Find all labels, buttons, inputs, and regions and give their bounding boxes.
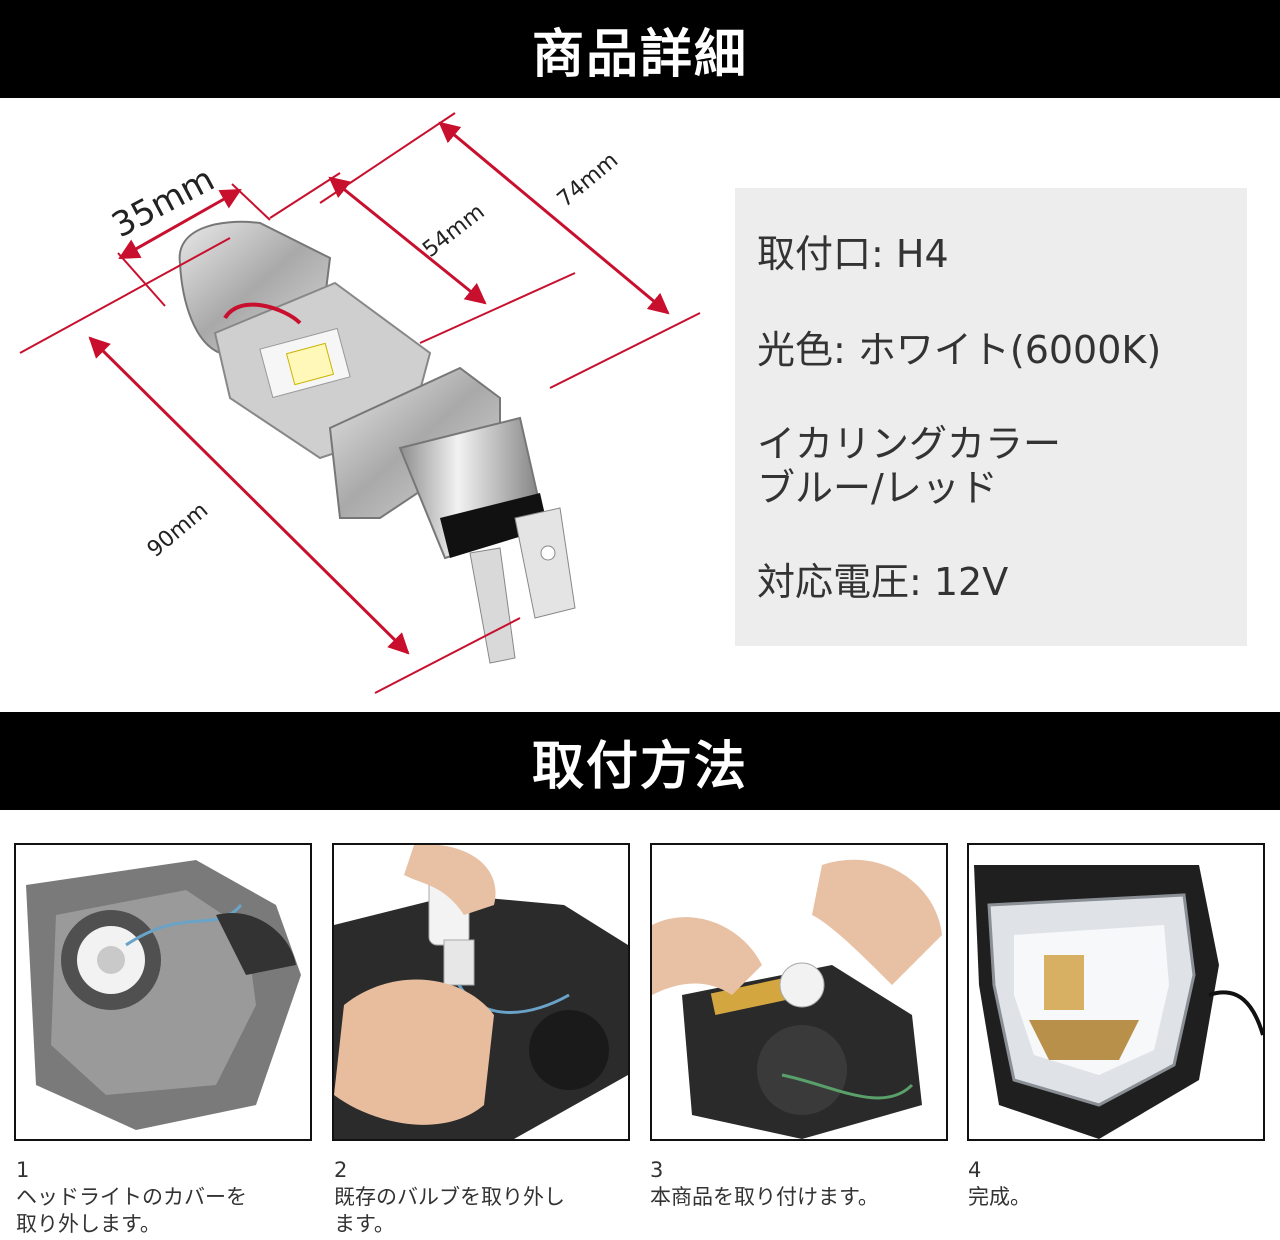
dim-90-label: 90mm bbox=[143, 498, 213, 563]
detail-title: 商品詳細 bbox=[531, 24, 748, 85]
step-4-number: 4 bbox=[968, 1158, 982, 1182]
spec-light-color: 光色: ホワイト(6000K) bbox=[757, 328, 1162, 372]
step-1-number: 1 bbox=[16, 1158, 30, 1182]
spec-box: 取付口: H4 光色: ホワイト(6000K) イカリングカラー ブルー/レッド… bbox=[735, 188, 1247, 646]
dim-74-label: 74mm bbox=[553, 148, 623, 213]
step-2-number: 2 bbox=[334, 1158, 348, 1182]
step-2-text: 既存のバルブを取り外します。 bbox=[334, 1185, 565, 1236]
spec-voltage: 対応電圧: 12V bbox=[757, 560, 1009, 604]
step-3-number: 3 bbox=[650, 1158, 664, 1182]
product-dimension-figure: 35mm 54mm 74mm 90mm bbox=[19, 112, 701, 694]
install-banner: 取付方法 bbox=[0, 712, 1280, 810]
step-1-text: ヘッドライトのカバーを取り外します。 bbox=[16, 1185, 247, 1236]
spec-ring-color-title: イカリングカラー bbox=[757, 422, 1062, 466]
install-title: 取付方法 bbox=[531, 736, 748, 797]
step-2-photo bbox=[332, 843, 630, 1141]
detail-banner: 商品詳細 bbox=[0, 0, 1280, 98]
dim-54-label: 54mm bbox=[418, 199, 489, 262]
spec-ring-color-values: ブルー/レッド bbox=[757, 466, 998, 510]
step-4-photo bbox=[967, 843, 1265, 1141]
dimension-lines bbox=[19, 112, 701, 694]
step-1-photo bbox=[14, 843, 312, 1141]
spec-mount: 取付口: H4 bbox=[757, 232, 949, 276]
step-3-photo bbox=[650, 843, 948, 1141]
led-bulb-image bbox=[178, 220, 576, 664]
step-3-text: 本商品を取り付けます。 bbox=[650, 1185, 879, 1209]
step-4-text: 完成。 bbox=[968, 1185, 1031, 1209]
